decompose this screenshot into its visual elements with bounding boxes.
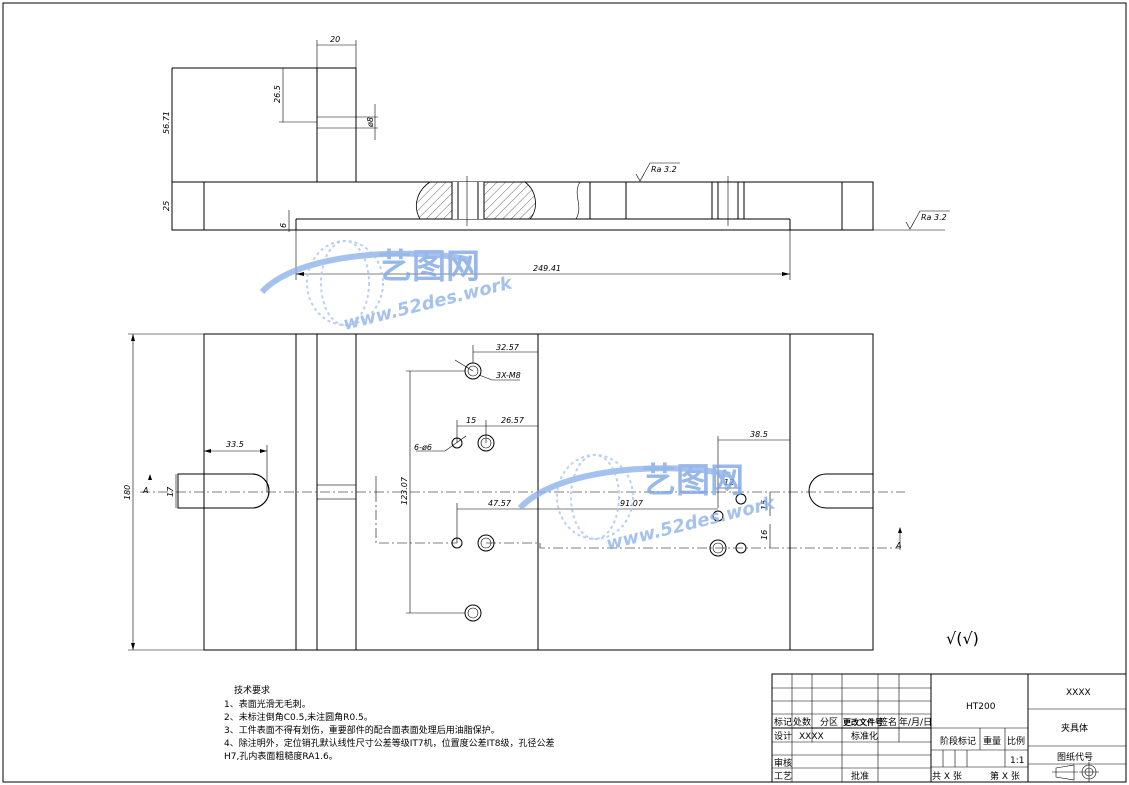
dim-38-5: 38.5: [750, 430, 768, 439]
tb-material: HT200: [966, 702, 996, 712]
watermark-2: 艺图网 www.52des.work: [517, 454, 778, 555]
tb-date: 年/月/日: [899, 716, 932, 728]
technical-requirements: 技术要求 1、表面光滑无毛刺。 2、未标注倒角C0.5,未注圆角R0.5。 3、…: [224, 684, 554, 762]
tb-scale-label: 比例: [1007, 735, 1025, 747]
plan-view: 32.57 3X-M8 15 26.57 6-ø6 33.5 180 17 12…: [123, 333, 905, 651]
dim-180: 180: [123, 485, 132, 500]
dim-m8: 3X-M8: [496, 371, 521, 380]
watermark-1: 艺图网 www.52des.work: [259, 240, 515, 335]
watermark-globe-icon: [259, 240, 471, 326]
dim-20: 20: [330, 35, 340, 44]
dim-26-57: 26.57: [501, 416, 525, 425]
tech-req-line-1: 1、表面光滑无毛刺。: [224, 698, 311, 710]
tb-craft: 工艺: [774, 771, 792, 782]
dim-phi8: ø8: [366, 117, 375, 128]
dim-32-57: 32.57: [496, 343, 520, 352]
watermark-brand-1: 艺图网: [378, 247, 480, 287]
tb-scale: 1:1: [1010, 756, 1024, 766]
tech-req-line-5: H7,孔内表面粗糙度RA1.6。: [224, 750, 338, 762]
dim-33-5: 33.5: [226, 440, 244, 449]
tb-review: 审核: [774, 757, 792, 769]
watermark-globe-icon: [517, 454, 731, 540]
tb-count: 处数: [793, 716, 811, 728]
dim-25: 25: [162, 201, 171, 211]
dim-phi6: 6-ø6: [414, 443, 432, 452]
watermark-brand-2: 艺图网: [642, 461, 744, 501]
dim-56-71: 56.71: [162, 111, 171, 134]
surface-roughness-symbol: √(√): [946, 629, 979, 648]
dim-26-5: 26.5: [273, 85, 282, 103]
tb-part-name: 夹具体: [1061, 722, 1088, 734]
dim-123-07: 123.07: [400, 476, 409, 505]
front-view: 20 26.5 ø8 56.71 25 6 249.41 Ra 3.2 Ra 3…: [162, 35, 950, 280]
tb-change-doc: 更改文件号: [843, 717, 883, 727]
dim-16: 16: [760, 530, 769, 540]
tb-weight: 重量: [983, 735, 1001, 747]
tb-design: 设计: [774, 730, 792, 742]
dim-15b: 15: [760, 500, 769, 510]
ra-top: Ra 3.2: [651, 165, 677, 174]
tb-designer: XXXX: [799, 732, 824, 742]
dim-6: 6: [279, 223, 288, 228]
title-block: 标记 处数 分区 更改文件号 签名 年/月/日 设计 XXXX 标准化 审核 工…: [771, 673, 1127, 783]
ra-right: Ra 3.2: [921, 213, 947, 222]
section-mark-a-left: A: [142, 486, 148, 495]
tech-req-line-2: 2、未标注倒角C0.5,未注圆角R0.5。: [224, 711, 373, 723]
tech-req-title: 技术要求: [234, 684, 270, 696]
tb-approve: 批准: [851, 770, 869, 782]
projection-symbol-icon: [1052, 762, 1099, 782]
tb-drawing-no-label: 图纸代号: [1057, 751, 1093, 763]
tb-standard: 标准化: [851, 730, 878, 742]
dim-12: 12: [724, 478, 734, 487]
tb-sign: 签名: [879, 716, 897, 728]
tb-zone: 分区: [820, 717, 838, 728]
section-mark-a-right: A: [895, 541, 901, 550]
dim-47-57: 47.57: [488, 499, 512, 508]
dim-15: 15: [466, 416, 476, 425]
tb-company: XXXX: [1066, 688, 1091, 698]
tb-sheets-total: 共 X 张: [932, 771, 962, 782]
tb-sheet-no: 第 X 张: [990, 770, 1020, 782]
tb-mark: 标记: [774, 716, 792, 728]
tech-req-line-4: 4、除注明外，定位销孔默认线性尺寸公差等级IT7机，位置度公差IT8级，孔径公差: [224, 737, 554, 749]
tech-req-line-3: 3、工件表面不得有划伤，重要部件的配合面表面处理后用油脂保护。: [224, 724, 500, 736]
dim-17: 17: [166, 486, 175, 497]
tb-stage: 阶段标记: [940, 735, 976, 747]
dim-249-41: 249.41: [533, 264, 561, 273]
